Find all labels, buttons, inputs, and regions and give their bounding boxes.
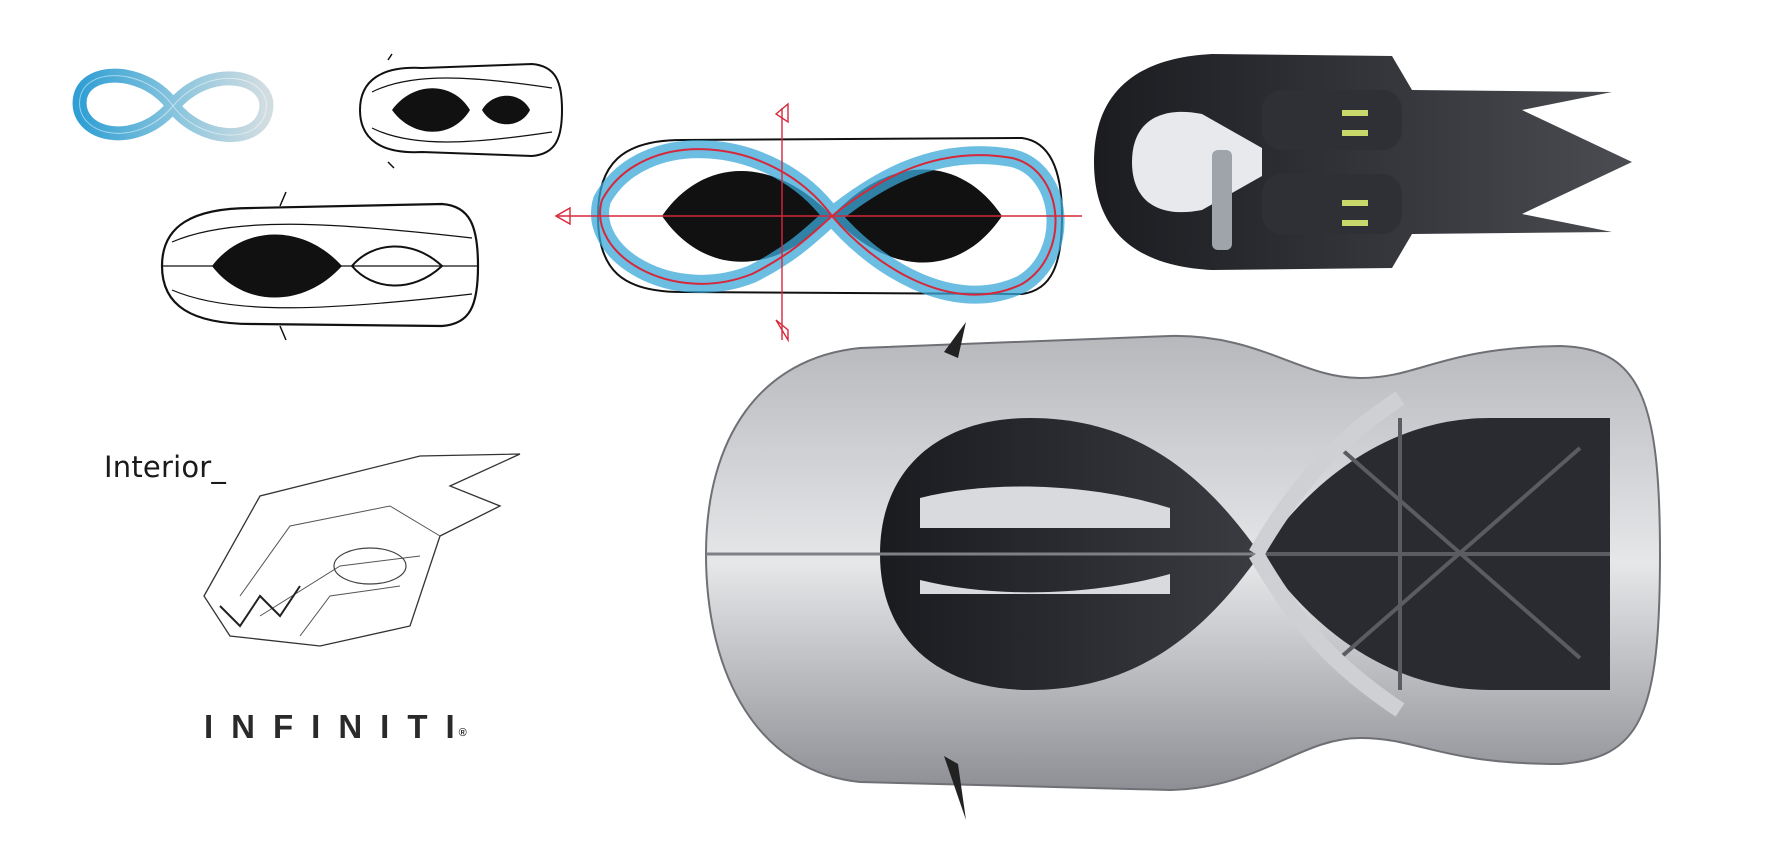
interior-line-sketch [200,446,530,656]
main-exterior-render [700,318,1680,824]
medium-top-sketch [152,186,482,344]
interior-label: Interior_ [104,450,227,484]
infiniti-wordmark: INFINITI® [204,708,467,746]
brand-text: INFINITI [204,708,473,745]
infinity-symbol-icon [66,58,280,154]
registered-mark-icon: ® [458,727,467,739]
small-top-sketch [352,52,564,170]
interior-render [1092,50,1632,274]
infinity-proportion-sketch [552,102,1098,344]
